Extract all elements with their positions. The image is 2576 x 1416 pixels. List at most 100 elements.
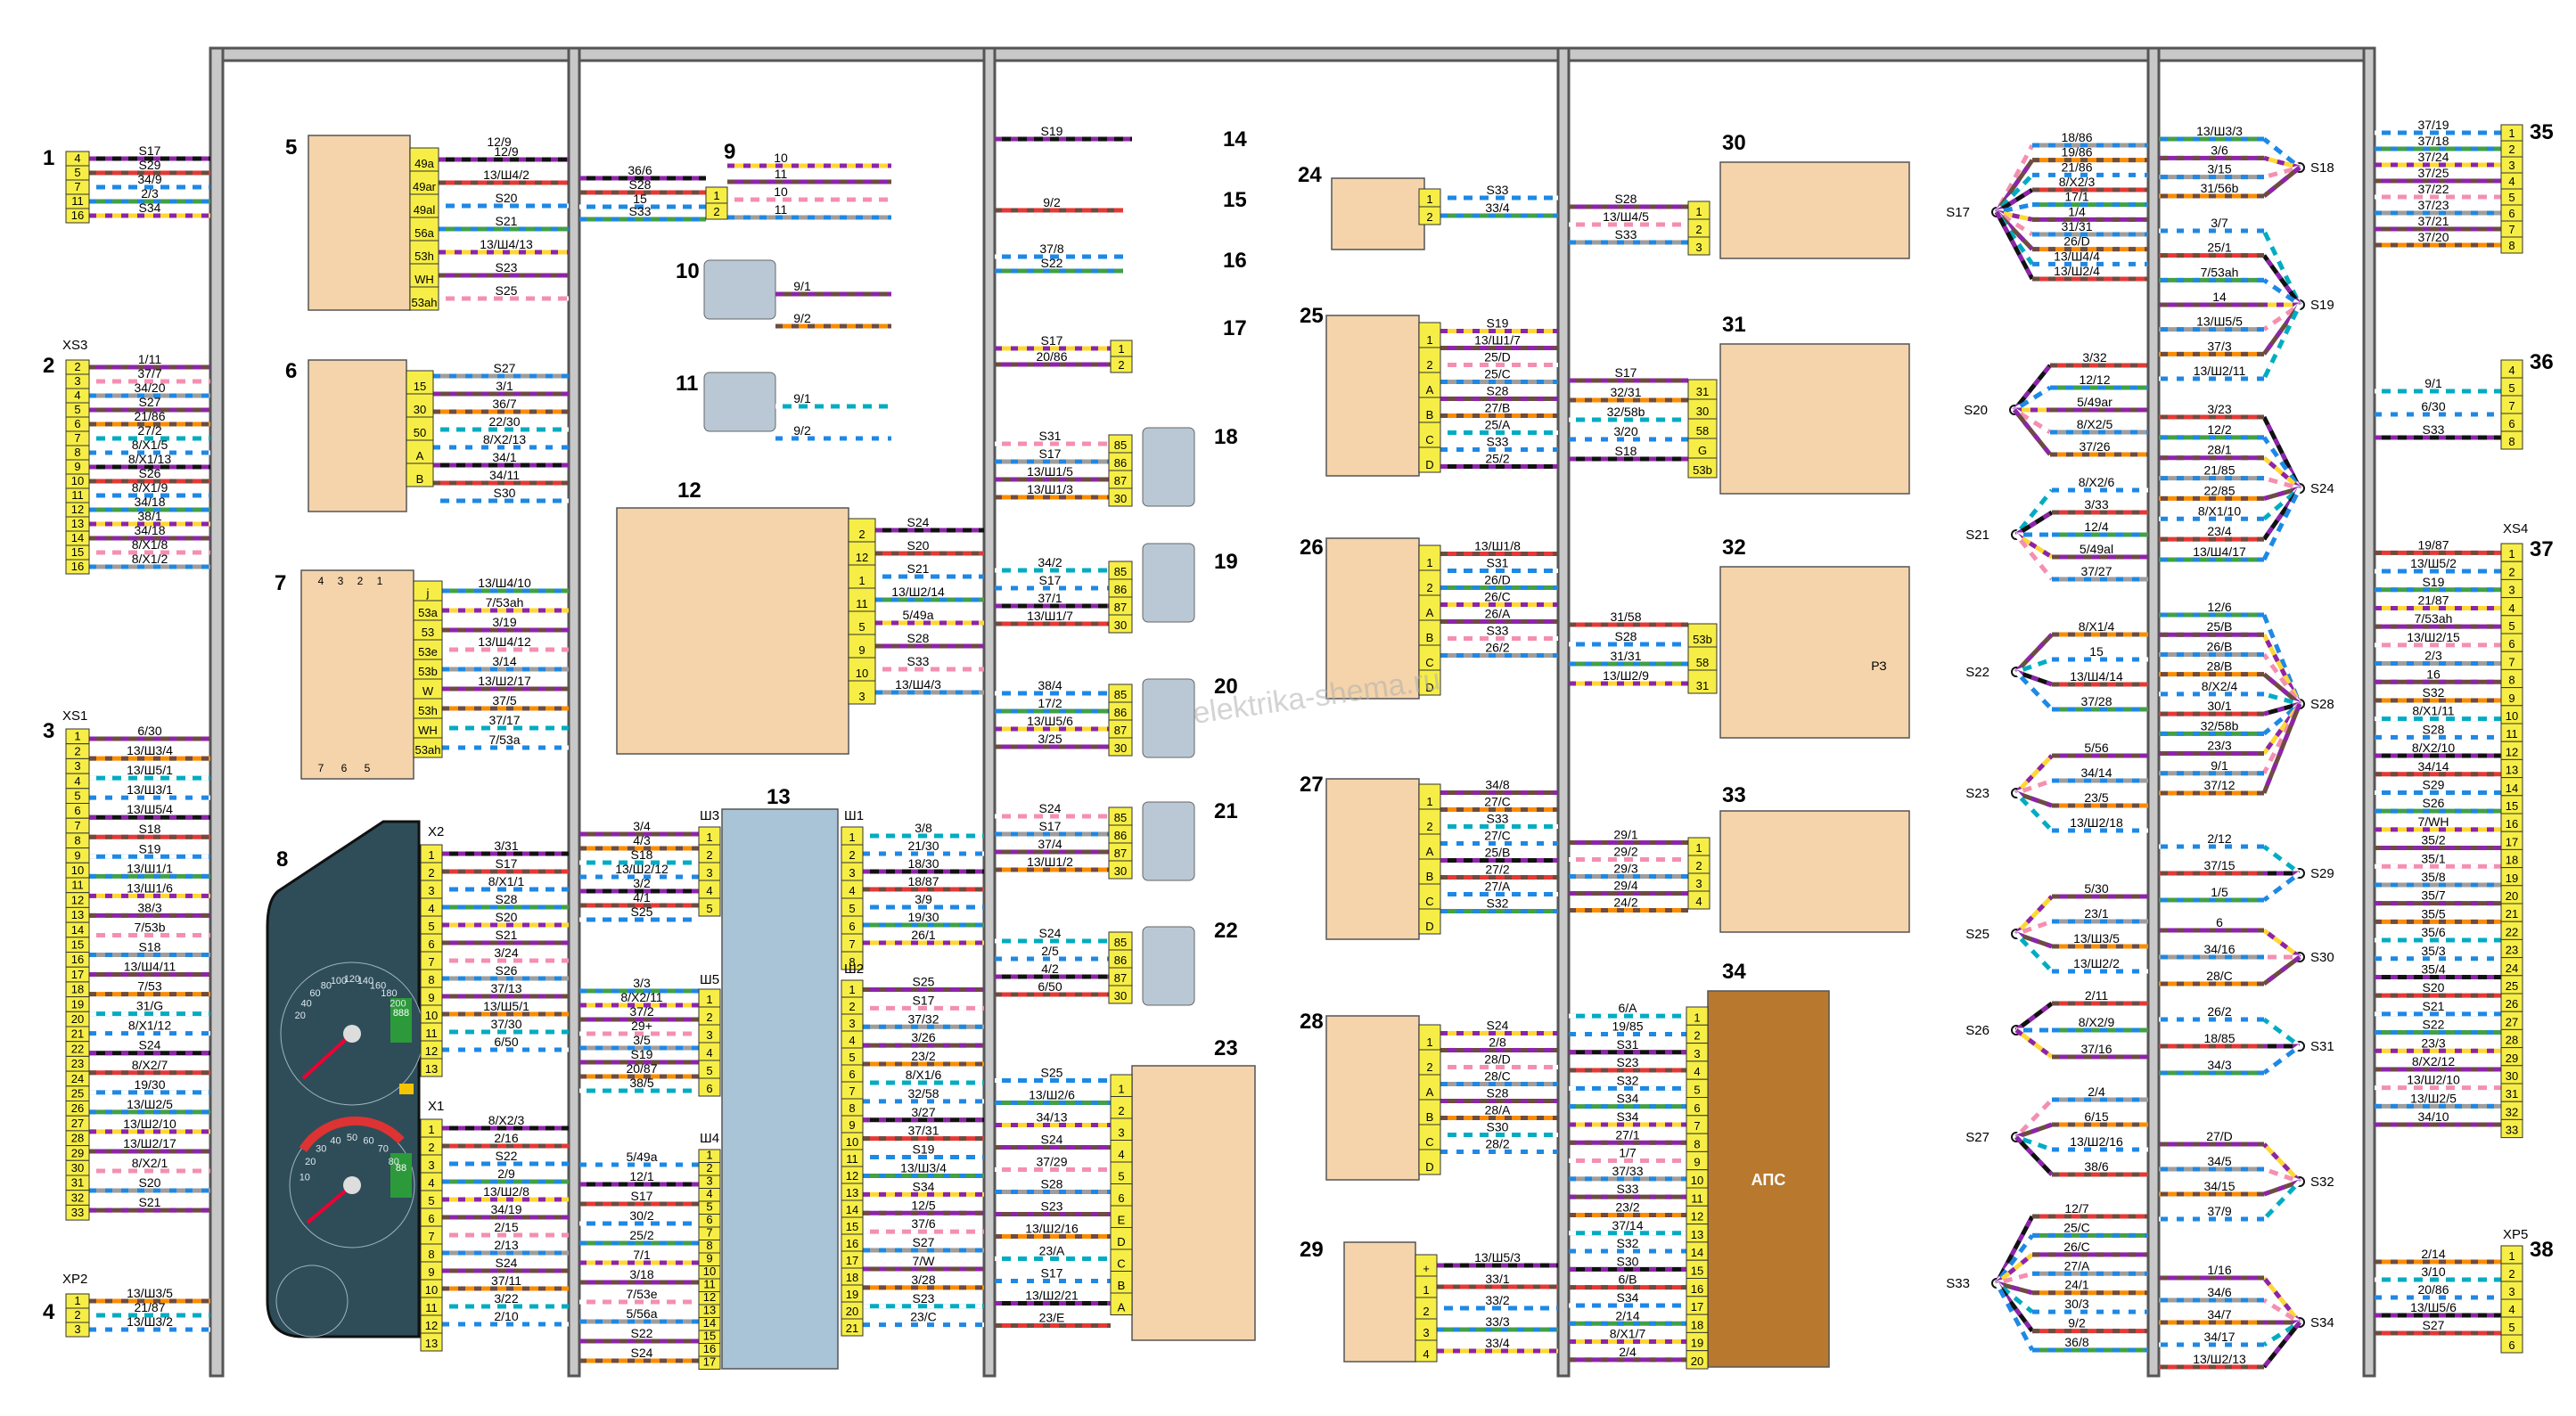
c1-pin-label: 7 (74, 180, 80, 193)
splice-wire-label: 2/12 (2207, 831, 2231, 846)
xs4-title: XS4 (2503, 521, 2528, 536)
c5-pin-label: 53h (414, 250, 434, 263)
sh4-wire-label: 7/53e (626, 1287, 657, 1301)
tacho-tick: 20 (305, 1157, 316, 1167)
c29-wire-label: 33/1 (1485, 1272, 1509, 1286)
component-numbers: 1234567891011121314151617181920212223242… (43, 120, 2554, 1324)
wire (2262, 1180, 2301, 1221)
c7-pin-label: 53e (418, 645, 438, 659)
splice-wire-label: 8/X2/3 (2059, 175, 2096, 189)
splice-wire-label: 28/C (2206, 969, 2233, 983)
component-number-36: 36 (2530, 350, 2554, 374)
component-number-19: 19 (1214, 550, 1238, 574)
xs1-wire-label: 6/30 (137, 724, 161, 738)
splice-wire-label: 13/Ш4/14 (2070, 669, 2123, 683)
splice-wire-label: 17/1 (2064, 190, 2088, 204)
c31-wire-label: 32/31 (1610, 385, 1641, 399)
wire (2014, 633, 2054, 674)
c1-pin-label: 5 (74, 166, 80, 179)
sh3-pin-label: 5 (706, 902, 712, 915)
xs3-wire-label: S26 (139, 466, 161, 480)
xp2-wire-label: 13/Ш3/2 (127, 1314, 173, 1329)
wire-stripe (2262, 955, 2301, 986)
x2-pin-label: 2 (428, 866, 434, 880)
c25-wire-label: 25/D (1484, 350, 1511, 364)
wire-stripe (2262, 1044, 2301, 1075)
wire (2014, 670, 2054, 711)
c9-wire-label: S28 (629, 177, 652, 192)
c17-pin-label: 1 (1118, 342, 1124, 356)
component-number-23: 23 (1214, 1036, 1238, 1060)
splice-wire-label: 37/12 (2203, 778, 2235, 792)
xs1-wire-label: S18 (139, 940, 161, 954)
c18-wire-label: S31 (1039, 429, 1062, 443)
xs1-pin-label: 26 (71, 1101, 84, 1115)
watermark: elektrika-shema.ru (1191, 662, 1442, 731)
sh4-title: Ш4 (700, 1131, 719, 1146)
xs3-wire-label: 8/X1/2 (132, 552, 168, 566)
splice-wire-label: 27/A (2064, 1258, 2090, 1273)
wire-stripe (2261, 303, 2302, 381)
sh2-pin-label: 16 (846, 1237, 858, 1250)
sh2-pin-label: 15 (846, 1220, 858, 1233)
x1-pin-13 (420, 1332, 443, 1352)
splice-label: S30 (2310, 950, 2334, 965)
sh2-pin-label: 6 (849, 1068, 855, 1081)
c34-wire-label: S31 (1617, 1037, 1639, 1052)
c25-wire-label: S28 (1487, 384, 1509, 398)
splice-wire-label: 12/6 (2207, 600, 2231, 614)
xs4-wire-label: 34/14 (2417, 759, 2449, 773)
x1-title: X1 (428, 1099, 444, 1114)
c20-pin-label: 86 (1114, 706, 1127, 719)
c23-pin-label: A (1118, 1301, 1126, 1314)
c31-pin-53b (1687, 457, 1718, 479)
c32-pin-58 (1687, 646, 1718, 671)
c12-pin-label: 3 (858, 690, 865, 703)
wire (2014, 791, 2054, 832)
c23-pin-label: 4 (1118, 1148, 1124, 1161)
c28-wire-label: 28/D (1484, 1052, 1511, 1067)
xs3-pin-label: 15 (71, 545, 84, 559)
xs4-pin-label: 30 (2506, 1069, 2518, 1083)
splice-wire-label: 34/15 (2203, 1179, 2235, 1193)
xs4-wire-label: S32 (2423, 685, 2445, 700)
c23-wire-label: 23/E (1039, 1311, 1065, 1325)
c21-pin-label: 85 (1114, 811, 1127, 824)
tacho-tick: 80 (389, 1157, 399, 1167)
xs4-pin-label: 13 (2506, 764, 2518, 777)
c27-wire-label: 34/8 (1485, 778, 1509, 792)
sh5-wire-label: 20/87 (626, 1061, 657, 1076)
c31-pin-label: 58 (1696, 424, 1709, 438)
c5-wire-label: 13/Ш4/2 (483, 168, 529, 182)
wire-stripe (2261, 702, 2302, 756)
c31-wire-label: 3/20 (1613, 424, 1637, 438)
wire (2014, 895, 2054, 936)
xs1-pin-label: 17 (71, 968, 84, 981)
splice-wire-label: 37/9 (2207, 1204, 2231, 1218)
sh1-wire-label: 3/9 (915, 892, 932, 906)
sh2-pin-label: 10 (846, 1135, 858, 1149)
c34-wire-label: S32 (1617, 1236, 1639, 1250)
c17-wire-label: S17 (1041, 333, 1063, 348)
sh2-pin-label: 3 (849, 1017, 855, 1030)
sh1-wire-label: 19/30 (907, 910, 939, 924)
c17-pin-label: 2 (1118, 358, 1124, 372)
wire-stripe (1995, 1252, 2034, 1285)
c31-pin-label: G (1698, 444, 1707, 457)
sh4-pin-label: 16 (703, 1342, 716, 1355)
tacho-tick: 10 (299, 1173, 310, 1183)
sh4-wire-label: 5/56a (626, 1306, 657, 1321)
xs3-pin-label: 14 (71, 531, 84, 544)
splice-wire-label: 13/Ш2/2 (2073, 956, 2120, 970)
c7-wire-label: 7/53ah (486, 595, 524, 610)
component-number-11: 11 (676, 372, 698, 396)
c1-wire-label: S34 (139, 201, 161, 215)
xs3-wire-label: 8/X1/13 (128, 452, 171, 466)
c34-wire-label: S23 (1617, 1055, 1639, 1069)
wire-stripe (2015, 1134, 2053, 1152)
c33-wire-label: 29/3 (1613, 862, 1637, 876)
speedo-tick: 40 (300, 998, 311, 1009)
c26-pin-label: B (1426, 631, 1434, 644)
c23-wire-label: 13/Ш2/21 (1025, 1289, 1079, 1303)
c26-pin-label: C (1425, 656, 1433, 669)
